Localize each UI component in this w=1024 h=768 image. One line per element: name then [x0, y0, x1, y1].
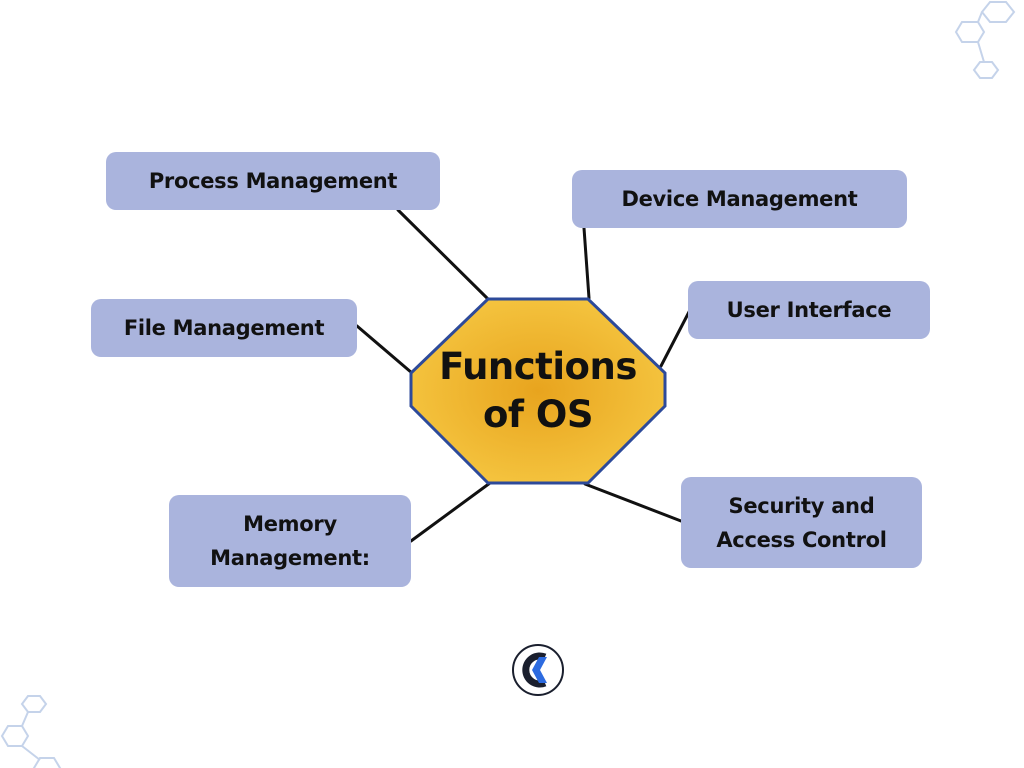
connector-memory — [409, 481, 492, 543]
node-memory-management: Memory Management: — [169, 495, 411, 587]
connector-security — [583, 482, 683, 523]
node-device-management: Device Management — [572, 170, 907, 228]
hexagon-molecule-icon — [954, 1, 1016, 79]
connector-device — [582, 226, 591, 300]
octagon-shape — [409, 297, 667, 485]
center-title: Functions of OS — [408, 296, 668, 486]
hexagon-molecule-icon — [0, 695, 62, 768]
node-user-interface: User Interface — [688, 281, 930, 339]
connector-process — [396, 208, 490, 301]
node-process-management: Process Management — [106, 152, 440, 210]
node-security-access-control: Security and Access Control — [681, 477, 922, 568]
center-node: Functions of OS — [408, 296, 668, 486]
ck-logo-icon — [512, 644, 564, 696]
node-file-management: File Management — [91, 299, 357, 357]
center-title-line-2: of OS — [482, 393, 593, 436]
center-title-line-1: Functions — [439, 345, 637, 388]
connector-file — [355, 324, 414, 375]
